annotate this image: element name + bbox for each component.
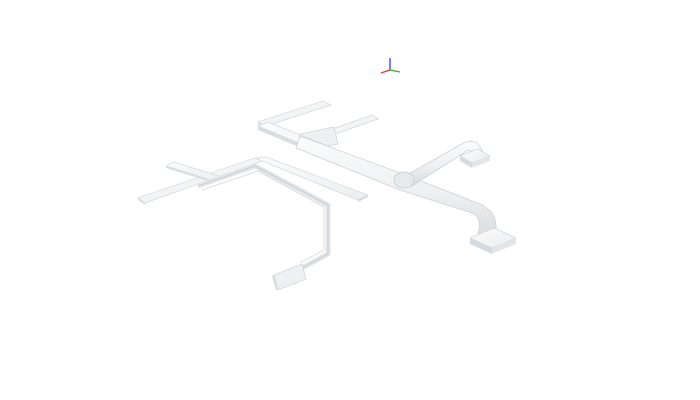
left-end-box[interactable] xyxy=(273,263,307,291)
left-flat-bar[interactable] xyxy=(137,157,264,204)
x-axis-line xyxy=(380,69,391,74)
right-duct-assembly[interactable] xyxy=(256,100,518,254)
thin-pipe-run[interactable] xyxy=(197,163,331,271)
left-duct-assembly[interactable] xyxy=(137,156,370,291)
y-axis-line xyxy=(389,69,401,73)
reducer-collar[interactable] xyxy=(393,171,415,189)
axis-gizmo xyxy=(380,58,401,74)
